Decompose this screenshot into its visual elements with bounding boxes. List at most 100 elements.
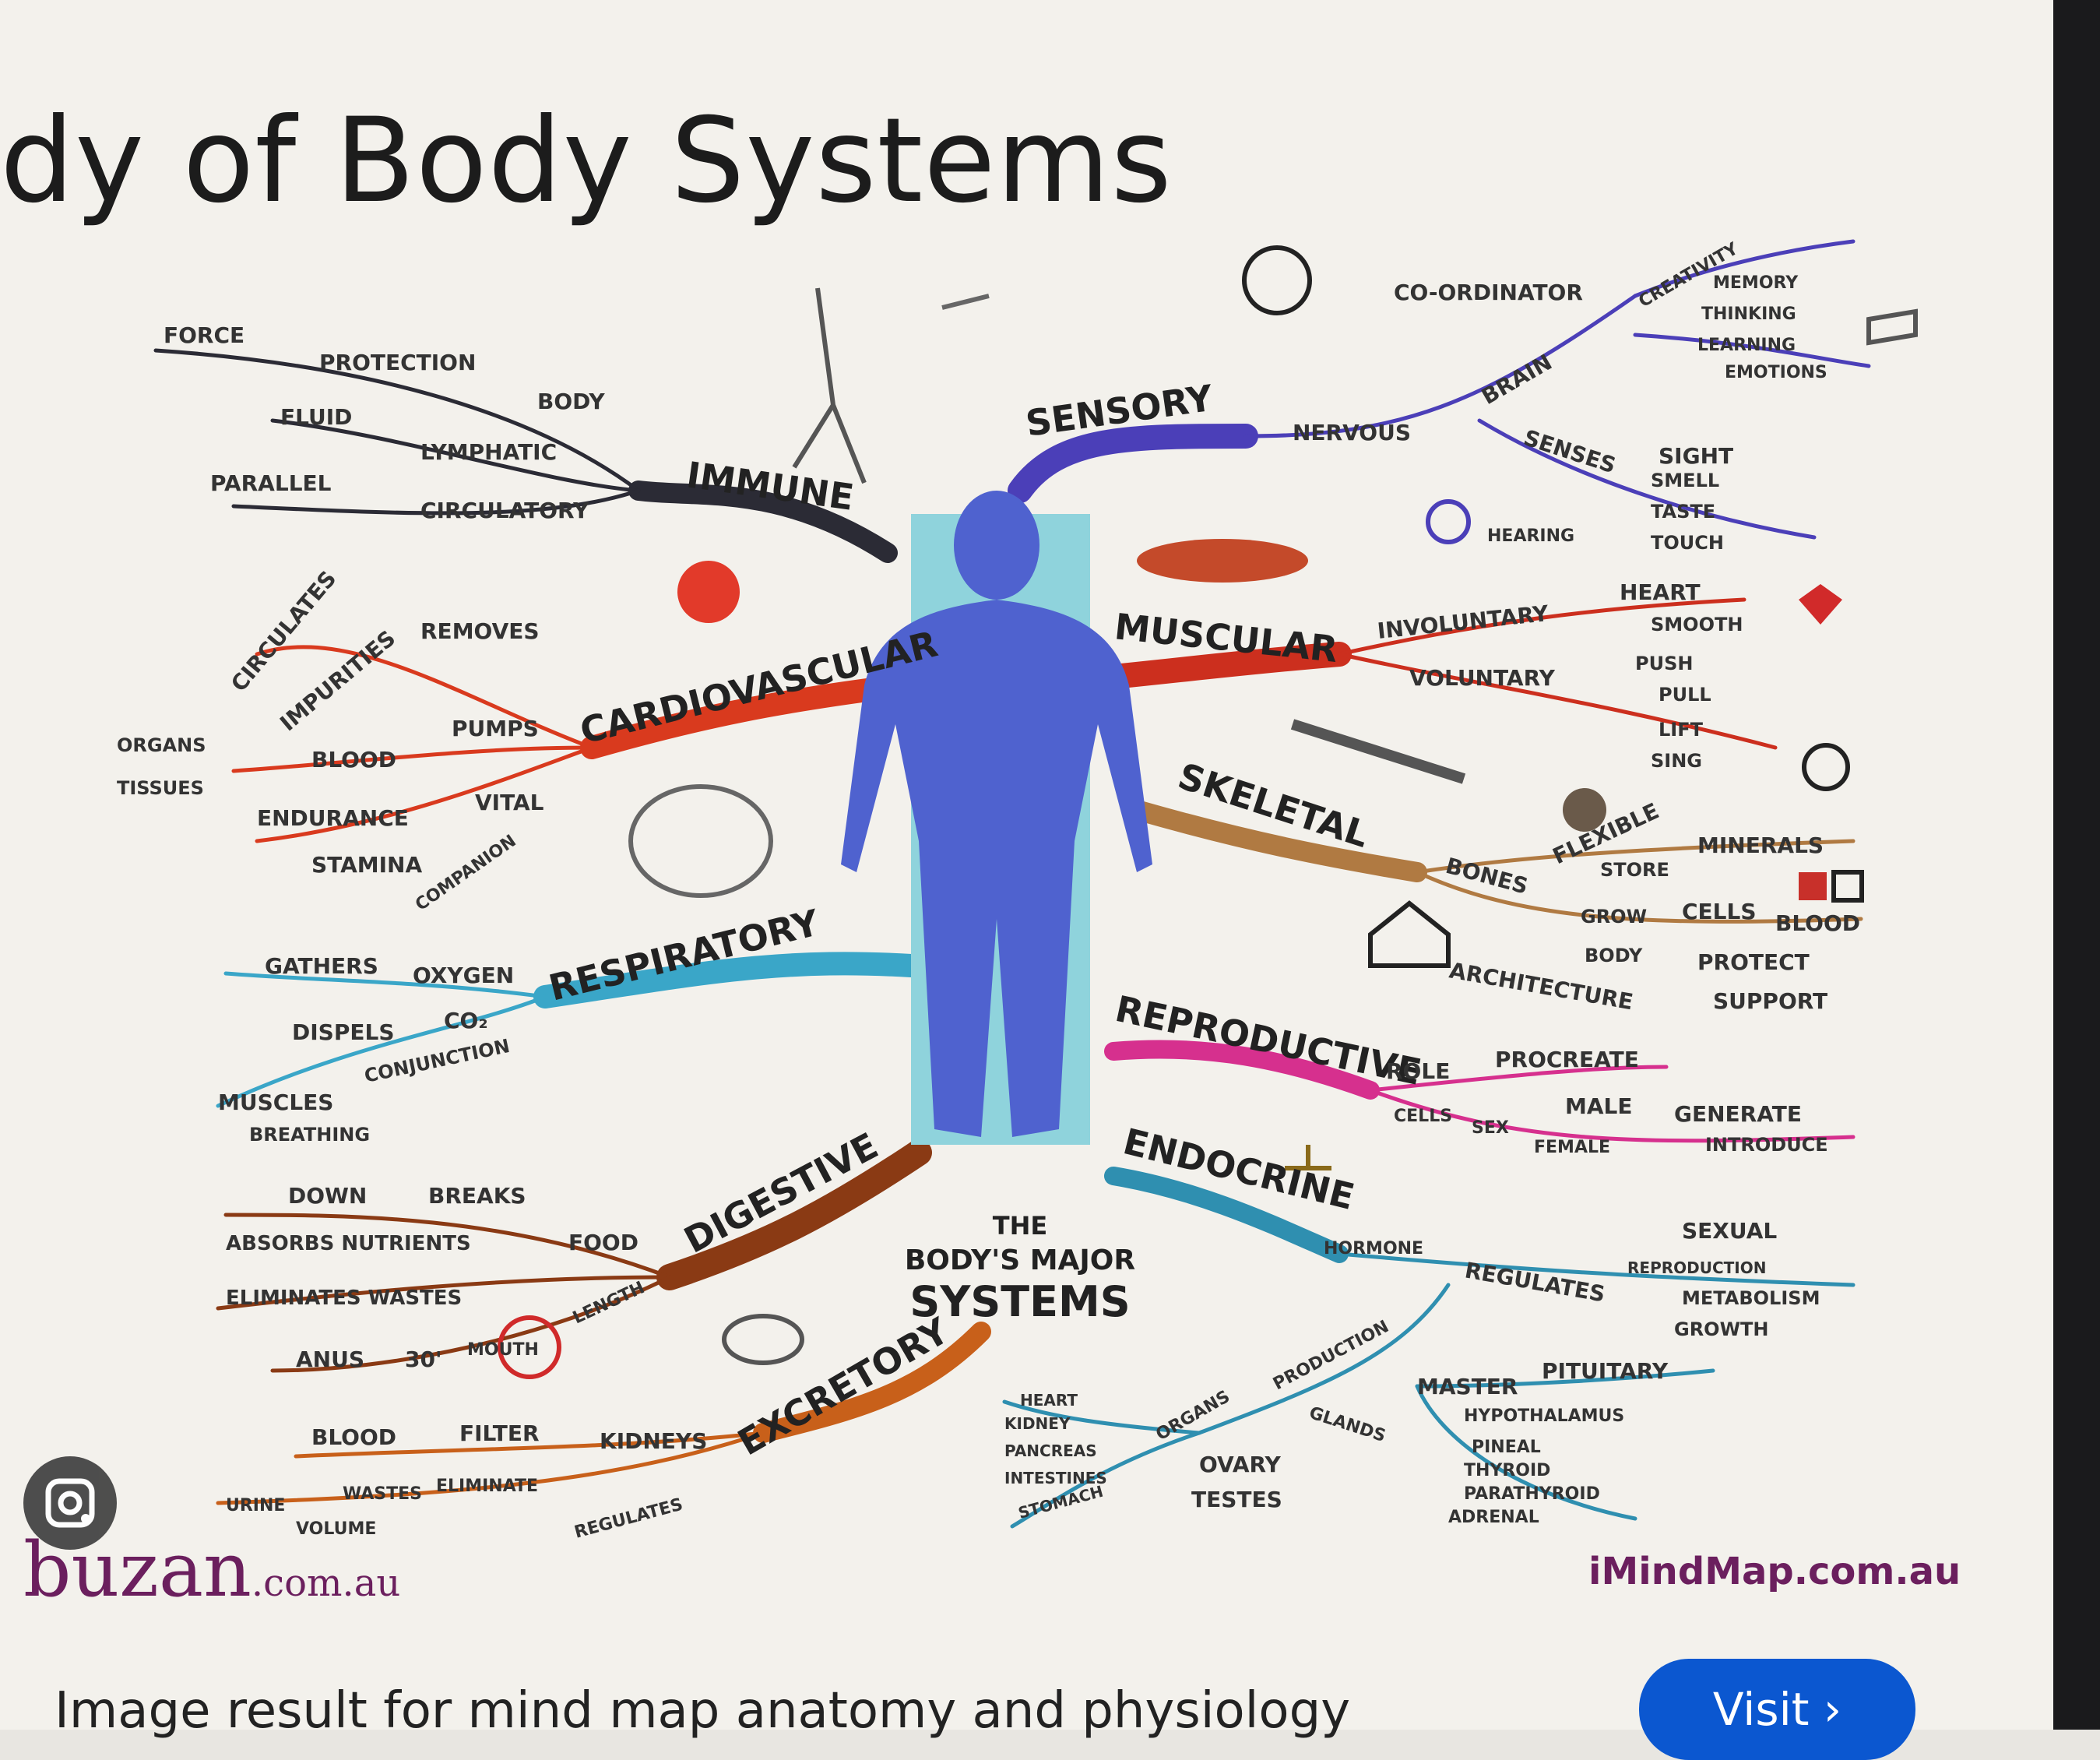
word-adrenal: ADRENAL [1448,1508,1539,1527]
word-tissues: TISSUES [117,777,204,799]
word-fluid: FLUID [280,404,352,430]
word-cells-repro: CELLS [1394,1107,1452,1126]
cocktail-glass-icon [722,1314,804,1365]
center-line-2: BODY'S MAJOR [905,1244,1135,1276]
center-line-3: SYSTEMS [909,1277,1130,1326]
image-caption[interactable]: Image result for mind map anatomy and ph… [55,1682,1351,1740]
word-volume: VOLUME [296,1519,376,1539]
word-role: ROLE [1386,1058,1450,1084]
monitor-bezel [2053,0,2100,1730]
word-body: BODY [537,389,605,414]
sub-branches [153,239,1871,1529]
mouth-icon [498,1315,561,1379]
word-growth: GROWTH [1674,1318,1769,1340]
buzan-logo-text: buzan [23,1526,252,1614]
visit-button[interactable]: Visit › [1639,1659,1915,1760]
word-pancreas: PANCREAS [1004,1441,1097,1460]
word-food: FOOD [568,1230,638,1255]
visit-label: Visit [1712,1683,1810,1736]
cell-icon [1563,788,1606,832]
word-breathing: BREATHING [249,1124,370,1146]
word-support: SUPPORT [1713,988,1827,1014]
word-senses: SENSES [1521,424,1619,478]
word-hypothalamus: HYPOTHALAMUS [1464,1406,1624,1426]
branch-resp [533,952,923,1008]
word-nervous: NERVOUS [1293,420,1411,445]
house-icon [1368,900,1451,968]
eye-icon [1802,743,1850,791]
branch-muscular [1093,642,1352,690]
tap-icon [1285,1145,1331,1170]
word-thinking: THINKING [1701,304,1796,324]
word-cells: CELLS [1682,899,1757,924]
word-stamina: STAMINA [311,852,422,878]
word-parallel: PARALLEL [210,470,332,496]
word-breaks: BREAKS [428,1183,526,1209]
word-sight: SIGHT [1659,443,1733,469]
word-store: STORE [1600,859,1669,881]
word-anus: ANUS [296,1346,364,1372]
word-procreate: PROCREATE [1495,1047,1639,1072]
word-push: PUSH [1635,653,1693,674]
word-sing: SING [1651,750,1702,772]
word-removes: REMOVES [420,618,540,644]
word-parathyroid: PARATHYROID [1464,1484,1600,1504]
branch-endo [1104,1167,1349,1263]
word-female: FEMALE [1534,1138,1610,1157]
word-lymphatic: LYMPHATIC [420,439,557,465]
leaf-words: FORCE PROTECTION BODY FLUID LYMPHATIC PA… [117,239,1860,1543]
word-touch: TOUCH [1651,532,1724,554]
branch-skeletal [1127,800,1427,882]
word-brain: BRAIN [1477,349,1557,410]
word-male: MALE [1565,1093,1633,1119]
branches [533,424,1427,1443]
book-icon [1866,308,1918,346]
leaf-icon [941,294,990,310]
word-sexual: SEXUAL [1682,1218,1777,1244]
mind-map-image[interactable]: IMMUNE CARDIOVASCULAR RESPIRATORY DIGEST… [0,0,2053,1730]
word-pumps: PUMPS [452,716,539,741]
word-reproduction: REPRODUCTION [1627,1258,1766,1277]
word-endurance: ENDURANCE [257,805,409,831]
word-regulates-endo: REGULATES [1463,1257,1607,1307]
word-lift: LIFT [1659,719,1704,741]
word-blood-skeletal: BLOOD [1775,910,1860,936]
word-pineal: PINEAL [1472,1438,1541,1457]
word-hearing: HEARING [1487,526,1574,546]
word-stomach: STOMACH [1016,1482,1105,1522]
word-hormone: HORMONE [1324,1239,1423,1258]
word-down: DOWN [288,1183,367,1209]
branch-digest [656,1139,932,1290]
word-learning: LEARNING [1697,336,1796,355]
google-lens-button[interactable] [23,1456,117,1550]
word-emotions: EMOTIONS [1725,363,1827,382]
lungs-icon [628,784,773,898]
branch-excret [753,1322,991,1443]
word-urine: URINE [226,1496,285,1515]
branch-sensory [1008,424,1258,503]
word-dispels: DISPELS [292,1019,394,1045]
runner-figure-icon [792,287,867,484]
word-taste: TASTE [1651,501,1715,523]
word-pull: PULL [1659,684,1711,706]
word-gathers: GATHERS [265,953,378,979]
word-heart-endo: HEART [1020,1391,1078,1410]
brain-icon [1242,245,1312,315]
word-length: LENGTH [570,1278,648,1328]
branch-repro [1104,1040,1380,1100]
word-circulatory: CIRCULATORY [420,498,589,523]
word-eliminate: ELIMINATE [436,1477,538,1496]
word-co2: CO₂ [444,1008,488,1033]
bone-icon [1290,719,1466,784]
word-glands: GLANDS [1307,1403,1388,1446]
word-metabolism: METABOLISM [1682,1287,1820,1309]
word-voluntary: VOLUNTARY [1409,665,1556,691]
buzan-logo: buzan.com.au [23,1526,400,1614]
branch-immune [628,480,898,563]
word-thyroid: THYROID [1464,1461,1550,1480]
chevron-right-icon: › [1823,1683,1842,1736]
word-smell: SMELL [1651,470,1719,491]
word-intestines: INTESTINES [1004,1469,1107,1487]
word-sex: SEX [1472,1118,1509,1138]
red-square-icon [1799,872,1827,900]
